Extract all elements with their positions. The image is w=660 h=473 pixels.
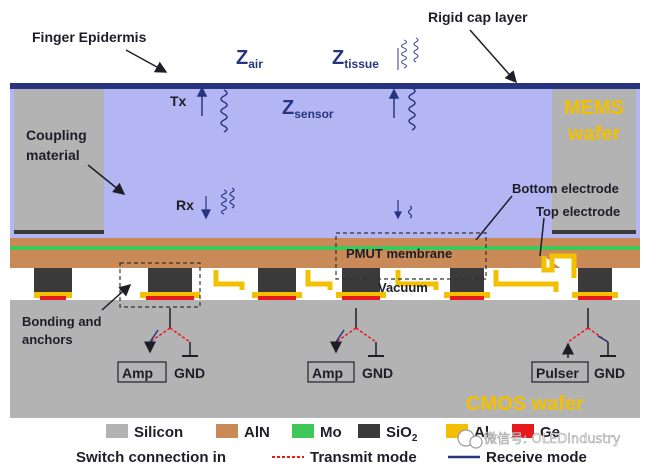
mems-label-line1: MEMS bbox=[564, 97, 624, 119]
top-electrode-step bbox=[541, 253, 577, 278]
anchor-2-ge bbox=[146, 296, 194, 300]
pmut-membrane-label: PMUT membrane bbox=[346, 246, 452, 261]
rx-wave-icon bbox=[201, 187, 235, 220]
amp-middle-label: Amp bbox=[312, 365, 343, 381]
legend-label-ge: Ge bbox=[540, 424, 560, 441]
anchor-3 bbox=[258, 268, 296, 296]
coupling-label-line2: material bbox=[26, 147, 80, 163]
bottom-electrode-label: Bottom electrode bbox=[512, 181, 619, 196]
finger-epidermis-label: Finger Epidermis bbox=[32, 29, 147, 45]
cmos-wafer-body bbox=[10, 300, 640, 418]
anchor-4-al bbox=[336, 292, 386, 298]
rigid-cap-label: Rigid cap layer bbox=[428, 9, 528, 25]
anchor-5-al bbox=[444, 292, 490, 298]
legend-swatch-aln bbox=[216, 424, 238, 438]
al-trace-1 bbox=[213, 270, 245, 290]
finger-epidermis-pointer bbox=[125, 49, 168, 73]
legend-swatch-mo bbox=[292, 424, 314, 438]
switch-connection-label: Switch connection in bbox=[76, 449, 226, 466]
watermark-text: 微信号: OLEDindustry bbox=[484, 432, 621, 447]
tx-label: Tx bbox=[170, 93, 187, 109]
sensor-wave-icon bbox=[388, 87, 416, 131]
legend-label-mo: Mo bbox=[320, 424, 342, 441]
al-trace-3 bbox=[395, 270, 439, 290]
legend: Silicon AlN Mo SiO2 Al Ge Switch connect… bbox=[76, 424, 587, 466]
small-wave-icon bbox=[394, 200, 413, 220]
mo-layer bbox=[10, 246, 640, 250]
coupling-pointer bbox=[87, 164, 126, 195]
pulser-label: Pulser bbox=[536, 365, 579, 381]
anchor-6-ge bbox=[578, 296, 612, 300]
rigid-cap-pointer bbox=[469, 29, 517, 84]
bottom-electrode-pointer bbox=[475, 195, 513, 241]
switch-circuit-right bbox=[531, 308, 616, 383]
legend-swatch-ge bbox=[512, 424, 534, 438]
legend-swatch-sio2 bbox=[358, 424, 380, 438]
anchor-6 bbox=[578, 268, 612, 296]
top-electrode-label: Top electrode bbox=[536, 204, 620, 219]
legend-swatch-silicon bbox=[106, 424, 128, 438]
anchor-1-ge bbox=[40, 296, 66, 300]
rx-label: Rx bbox=[176, 197, 194, 213]
gnd-middle-label: GND bbox=[362, 365, 393, 381]
anchor-2-al bbox=[140, 292, 200, 298]
gnd-left-label: GND bbox=[174, 365, 205, 381]
vacuum-label: Vacuum bbox=[378, 280, 428, 295]
receive-mode-label: Receive mode bbox=[486, 449, 587, 466]
aln-layer-top bbox=[10, 238, 640, 246]
top-electrode-pointer bbox=[539, 217, 545, 257]
tx-wave-icon bbox=[196, 86, 228, 133]
coupling-material-block bbox=[14, 88, 104, 234]
anchor-2 bbox=[148, 268, 192, 296]
tissue-wave-icon bbox=[397, 37, 419, 70]
amp-left-label: Amp bbox=[122, 365, 153, 381]
bonding-label-line2: anchors bbox=[22, 332, 73, 347]
anchor-5-ge bbox=[450, 296, 484, 300]
rigid-cap-layer bbox=[10, 83, 640, 89]
anchors bbox=[34, 268, 618, 300]
mems-wafer-block bbox=[552, 88, 636, 234]
anchor-1-al bbox=[34, 292, 72, 298]
sio2-strip-right bbox=[552, 230, 636, 234]
z-sensor-label: Zsensor bbox=[282, 97, 334, 121]
aln-layer-bottom bbox=[10, 250, 640, 268]
sensor-cavity bbox=[10, 86, 640, 238]
anchor-3-ge bbox=[258, 296, 296, 300]
anchor-4-ge bbox=[342, 296, 380, 300]
z-tissue-label: Ztissue bbox=[332, 47, 379, 71]
anchor-3-al bbox=[252, 292, 302, 298]
anchor-6-al bbox=[572, 292, 618, 298]
wechat-icon-bubble bbox=[469, 435, 483, 449]
legend-label-aln: AlN bbox=[244, 424, 270, 441]
legend-label-sio2: SiO2 bbox=[386, 424, 418, 444]
coupling-label-line1: Coupling bbox=[26, 127, 87, 143]
sio2-strip-left bbox=[14, 230, 104, 234]
al-trace-2 bbox=[305, 270, 333, 290]
legend-label-silicon: Silicon bbox=[134, 424, 183, 441]
gnd-right-label: GND bbox=[594, 365, 625, 381]
cmos-wafer-label: CMOS wafer bbox=[466, 393, 584, 415]
mems-label-line2: wafer bbox=[567, 123, 620, 145]
anchor-4 bbox=[342, 268, 380, 296]
watermark: 微信号: OLEDindustry bbox=[457, 429, 621, 449]
bonding-pointer bbox=[101, 284, 132, 311]
anchor-1 bbox=[34, 268, 72, 296]
al-trace-4 bbox=[493, 270, 559, 292]
switch-circuit-left bbox=[117, 308, 198, 383]
z-air-label: Zair bbox=[236, 47, 263, 71]
switch-circuit-middle bbox=[307, 308, 384, 383]
bonding-label-line1: Bonding and bbox=[22, 314, 101, 329]
anchor-5 bbox=[450, 268, 484, 296]
transmit-mode-label: Transmit mode bbox=[310, 449, 417, 466]
